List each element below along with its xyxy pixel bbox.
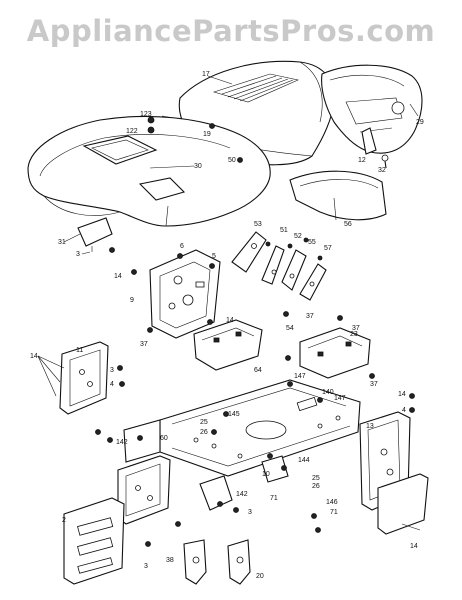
main-frame [123,379,361,477]
callout-2: 2 [62,517,66,524]
callout-9: 9 [130,297,134,304]
hardware-bolts [95,116,415,547]
callout-13: 13 [366,423,374,430]
callout-10: 10 [262,471,270,478]
callout-54: 54 [286,325,294,332]
callout-14c: 14 [30,353,38,360]
console-part [193,319,263,371]
callout-60: 60 [160,435,168,442]
rear-bracket [199,455,289,511]
callout-144: 144 [298,457,310,464]
callout-11: 11 [76,347,83,354]
callout-4b: 4 [402,407,406,414]
callout-26: 26 [200,429,208,436]
callout-146: 146 [326,499,338,506]
callout-19: 19 [203,131,211,138]
callout-142b: 142 [236,491,248,498]
callout-12: 12 [358,157,366,164]
callout-25: 25 [200,419,208,426]
callout-3d: 3 [144,563,148,570]
side-plate-right-lower [377,473,429,535]
callout-14a: 14 [114,273,122,280]
left-side-panel [59,341,109,415]
callout-3a: 3 [76,251,80,258]
front-bumper-plate [63,497,125,585]
leader-lines [37,75,421,531]
front-axle-plate [117,455,171,525]
callout-64: 64 [254,367,262,374]
callout-55: 55 [308,239,316,246]
callout-38: 38 [166,557,174,564]
callout-37a: 37 [140,341,148,348]
callout-71b: 71 [330,509,338,516]
callout-32: 32 [378,167,386,174]
callout-14b: 14 [226,317,234,324]
callout-26b: 26 [312,483,320,490]
callout-122: 122 [126,128,138,135]
dash-panel-part [149,249,221,339]
fender-pan-part [27,115,271,227]
callout-30: 30 [194,163,202,170]
callout-14d: 14 [398,391,406,398]
callout-labels: 17 29 123 122 19 50 30 12 32 31 3 56 53 … [30,71,424,580]
callout-147a: 147 [294,373,306,380]
callout-123: 123 [140,111,152,118]
callout-31: 31 [58,239,66,246]
callout-71a: 71 [270,495,278,502]
shroud-part [289,170,387,221]
callout-5: 5 [212,253,216,260]
callout-142a: 142 [116,439,128,446]
callout-17: 17 [202,71,210,78]
callout-3b: 3 [110,367,114,374]
callout-57: 57 [324,245,332,252]
lower-bracket-38 [183,539,207,585]
callout-20: 20 [256,573,264,580]
callout-6: 6 [180,243,184,250]
callout-52: 52 [294,233,302,240]
callout-37b: 37 [306,313,314,320]
callout-25b: 25 [312,475,320,482]
callout-50: 50 [228,157,236,164]
callout-4a: 4 [110,381,114,388]
support-bracket-part [299,327,371,379]
callout-147b: 147 [334,395,346,402]
callout-140: 140 [322,389,334,396]
callout-145: 145 [228,411,240,418]
watermark-text: AppliancePartsPros.com [26,14,436,48]
callout-23: 23 [350,331,358,338]
callout-53: 53 [254,221,262,228]
dash-bracket-set [231,231,327,301]
callout-37c: 37 [352,325,360,332]
callout-56: 56 [344,221,352,228]
callout-51: 51 [280,227,288,234]
callout-3c: 3 [248,509,252,516]
callout-14e: 14 [410,543,418,550]
callout-29: 29 [416,119,424,126]
seat-bracket-part [77,217,113,252]
lower-bracket-20 [227,539,251,585]
callout-37d: 37 [370,381,378,388]
hood-hinge-part [361,127,389,169]
